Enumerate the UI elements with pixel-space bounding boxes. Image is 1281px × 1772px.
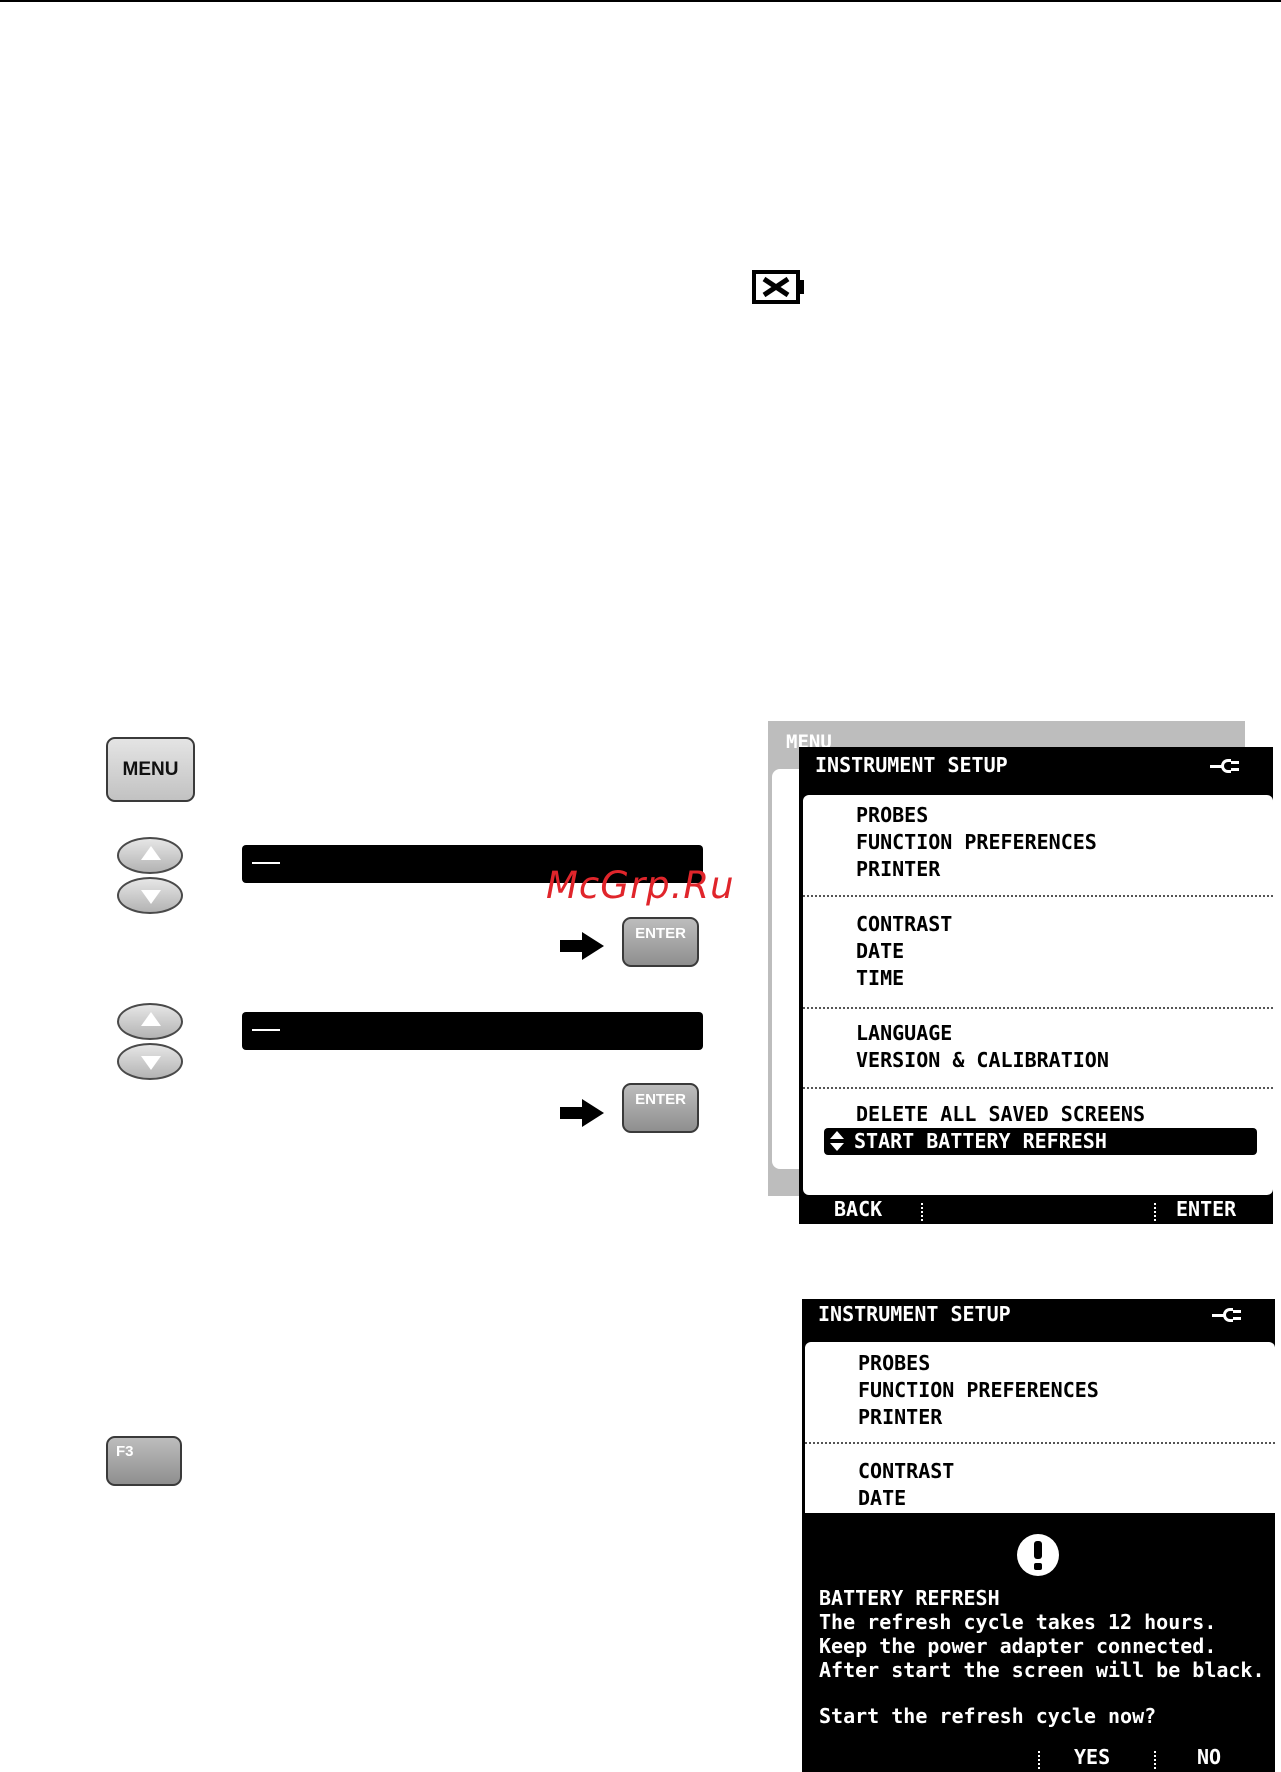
right-arrow-icon: [560, 932, 606, 960]
watermark: McGrp.Ru: [546, 864, 735, 907]
setup-menu-list: PROBES FUNCTION PREFERENCES PRINTER CONT…: [805, 1342, 1275, 1513]
softkey-yes[interactable]: YES: [1074, 1745, 1111, 1769]
enter-key[interactable]: ENTER: [622, 917, 699, 967]
softkey-divider: [1154, 1203, 1156, 1221]
menu-item-time[interactable]: TIME: [856, 966, 905, 990]
menu-item-function-preferences[interactable]: FUNCTION PREFERENCES: [858, 1378, 1099, 1402]
dialog-question: Start the refresh cycle now?: [819, 1704, 1157, 1728]
selected-item-label: START BATTERY REFRESH: [854, 1129, 1107, 1153]
menu-separator: [803, 895, 1273, 897]
dialog-line: After start the screen will be black.: [819, 1658, 1265, 1682]
menu-item-probes[interactable]: PROBES: [856, 803, 929, 827]
arrow-up-key[interactable]: [117, 1003, 183, 1040]
menu-separator: [803, 1087, 1273, 1089]
arrow-up-key[interactable]: [117, 837, 183, 874]
menu-item-delete-saved-screens[interactable]: DELETE ALL SAVED SCREENS: [856, 1102, 1145, 1126]
softkey-divider: [921, 1203, 923, 1221]
screen-title: INSTRUMENT SETUP: [815, 753, 1008, 777]
screen-title: INSTRUMENT SETUP: [818, 1302, 1011, 1326]
power-plug-icon: [1212, 1306, 1242, 1324]
arrow-down-key[interactable]: [117, 877, 183, 914]
battery-empty-icon: [752, 270, 804, 304]
menu-item-printer[interactable]: PRINTER: [856, 857, 941, 881]
right-arrow-icon: [560, 1099, 606, 1127]
instrument-setup-screen: INSTRUMENT SETUP PROBES FUNCTION PREFERE…: [799, 747, 1273, 1224]
softkey-no[interactable]: NO: [1197, 1745, 1222, 1769]
menu-separator: [803, 1007, 1273, 1009]
softkey-back[interactable]: BACK: [834, 1197, 883, 1221]
menu-item-language[interactable]: LANGUAGE: [856, 1021, 953, 1045]
power-plug-icon: [1210, 757, 1240, 775]
highlight-bar: [242, 1012, 703, 1050]
dialog-heading: BATTERY REFRESH: [819, 1586, 1000, 1610]
exclamation-icon: [1017, 1534, 1059, 1576]
menu-item-contrast[interactable]: CONTRAST: [858, 1459, 955, 1483]
softkey-enter[interactable]: ENTER: [1176, 1197, 1237, 1221]
menu-item-date[interactable]: DATE: [858, 1486, 907, 1510]
menu-item-function-preferences[interactable]: FUNCTION PREFERENCES: [856, 830, 1097, 854]
enter-key[interactable]: ENTER: [622, 1083, 699, 1133]
menu-item-start-battery-refresh[interactable]: START BATTERY REFRESH: [824, 1128, 1257, 1155]
top-rule: [0, 0, 1281, 2]
menu-separator: [805, 1442, 1275, 1444]
arrow-down-key[interactable]: [117, 1043, 183, 1080]
menu-item-probes[interactable]: PROBES: [858, 1351, 931, 1375]
setup-menu-list: PROBES FUNCTION PREFERENCES PRINTER CONT…: [803, 795, 1273, 1195]
dialog-line: Keep the power adapter connected.: [819, 1634, 1217, 1658]
softkey-divider: [1038, 1751, 1040, 1769]
up-down-arrows-icon: [830, 1131, 844, 1153]
menu-key[interactable]: MENU: [106, 737, 195, 802]
dialog-line: The refresh cycle takes 12 hours.: [819, 1610, 1217, 1634]
menu-item-version-calibration[interactable]: VERSION & CALIBRATION: [856, 1048, 1109, 1072]
softkey-divider: [1154, 1751, 1156, 1769]
menu-item-contrast[interactable]: CONTRAST: [856, 912, 953, 936]
menu-item-printer[interactable]: PRINTER: [858, 1405, 943, 1429]
f3-key[interactable]: F3: [106, 1436, 182, 1486]
highlight-bar: [242, 845, 703, 883]
menu-item-date[interactable]: DATE: [856, 939, 905, 963]
